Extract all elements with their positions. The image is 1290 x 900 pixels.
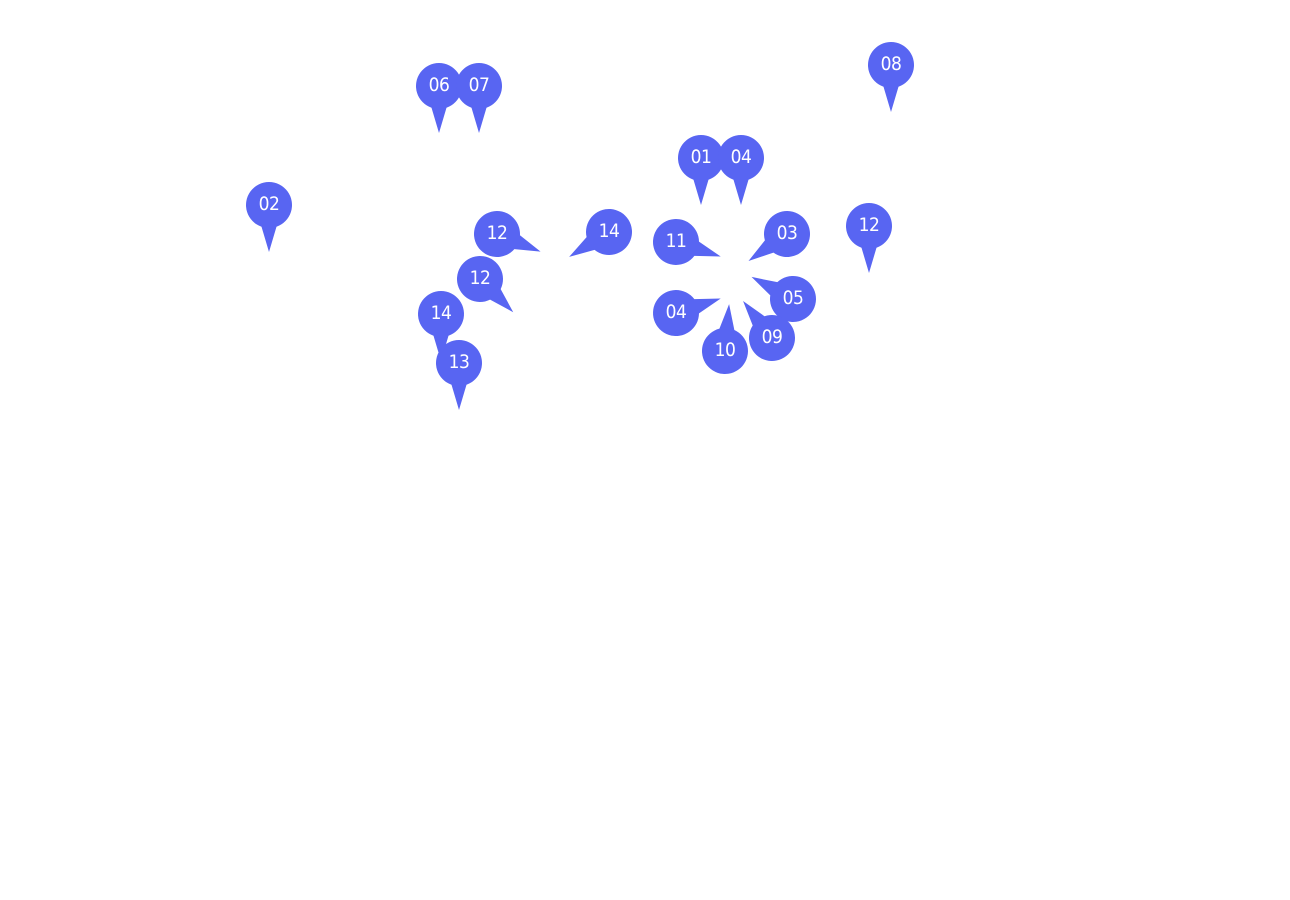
pin-marker-icon [678,135,724,205]
pin-marker-icon [718,135,764,205]
pin-marker-icon [846,203,892,273]
pin-marker-icon [436,340,482,410]
pin-marker-icon [701,304,748,374]
pin-marker-icon [246,182,292,252]
pin-marker-icon [868,42,914,112]
pin-marker-icon [743,300,795,361]
pin-marker-icon [474,211,541,258]
pin-marker-icon [748,211,810,261]
pin-marker-icon [456,255,514,313]
pin-marker-icon [751,276,816,323]
pin-marker-icon [456,63,502,133]
pin-marker-icon [569,208,632,257]
pin-marker-icon [416,63,462,133]
pin-marker-icon [653,290,721,337]
pin-marker-icon [418,291,464,361]
pin-marker-icon [653,218,721,265]
